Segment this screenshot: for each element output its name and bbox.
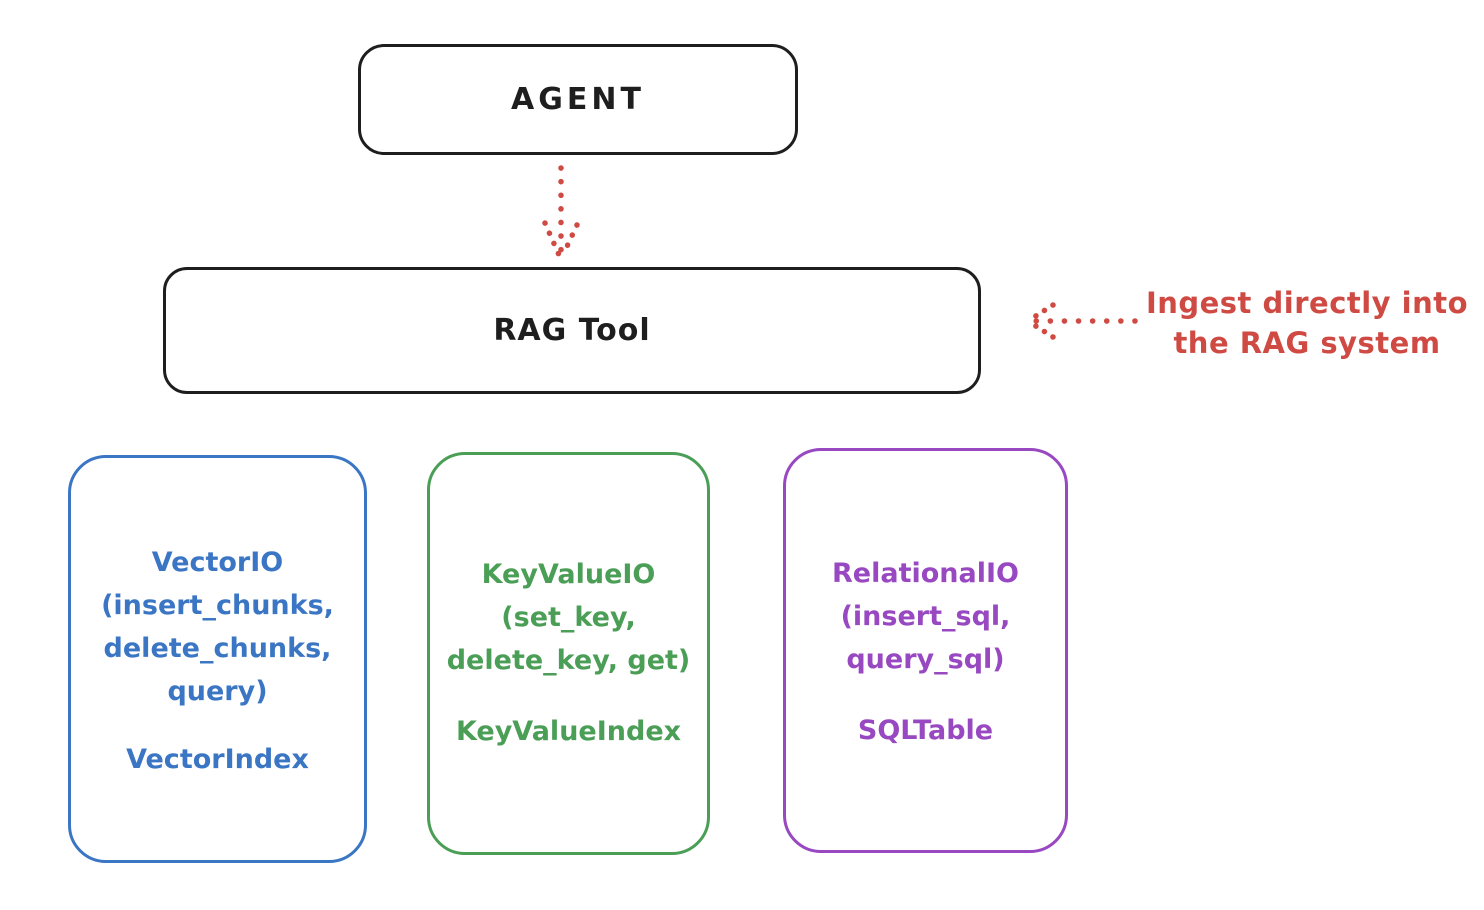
ingest-annotation-line2: the RAG system bbox=[1173, 326, 1441, 360]
ingest-annotation: Ingest directly into the RAG system bbox=[1140, 283, 1474, 363]
relational-io-line3: query_sql) bbox=[846, 644, 1005, 675]
relational-io-title: RelationalIO bbox=[832, 558, 1019, 589]
ingest-annotation-line1: Ingest directly into bbox=[1145, 286, 1469, 320]
agent-node: AGENT bbox=[358, 44, 798, 155]
vector-io-line4: query) bbox=[167, 676, 268, 707]
agent-label: AGENT bbox=[511, 82, 645, 117]
vector-io-line3: delete_chunks, bbox=[103, 633, 332, 664]
relational-io-node: RelationalIO (insert_sql, query_sql) SQL… bbox=[783, 448, 1068, 853]
keyvalue-io-line3: delete_key, get) bbox=[446, 645, 691, 676]
rag-tool-label: RAG Tool bbox=[493, 313, 651, 348]
keyvalue-io-block: KeyValueIO (set_key, delete_key, get) bbox=[430, 553, 707, 682]
ingest-arrow-icon bbox=[1026, 302, 1138, 340]
keyvalue-io-line2: (set_key, bbox=[501, 602, 636, 633]
vector-io-line2: (insert_chunks, bbox=[101, 590, 334, 621]
vector-index-label: VectorIndex bbox=[126, 744, 309, 775]
vector-io-title: VectorIO bbox=[151, 547, 284, 578]
keyvalue-io-node: KeyValueIO (set_key, delete_key, get) Ke… bbox=[427, 452, 710, 855]
keyvalue-io-title: KeyValueIO bbox=[481, 559, 656, 590]
vector-io-block: VectorIO (insert_chunks, delete_chunks, … bbox=[71, 541, 364, 713]
relational-io-line2: (insert_sql, bbox=[840, 601, 1011, 632]
relational-index-label: SQLTable bbox=[857, 715, 994, 746]
relational-io-block: RelationalIO (insert_sql, query_sql) bbox=[786, 552, 1065, 681]
vector-io-node: VectorIO (insert_chunks, delete_chunks, … bbox=[68, 455, 367, 863]
agent-to-rag-arrow-icon bbox=[542, 165, 580, 258]
keyvalue-index-label: KeyValueIndex bbox=[455, 716, 682, 747]
rag-tool-node: RAG Tool bbox=[163, 267, 981, 394]
